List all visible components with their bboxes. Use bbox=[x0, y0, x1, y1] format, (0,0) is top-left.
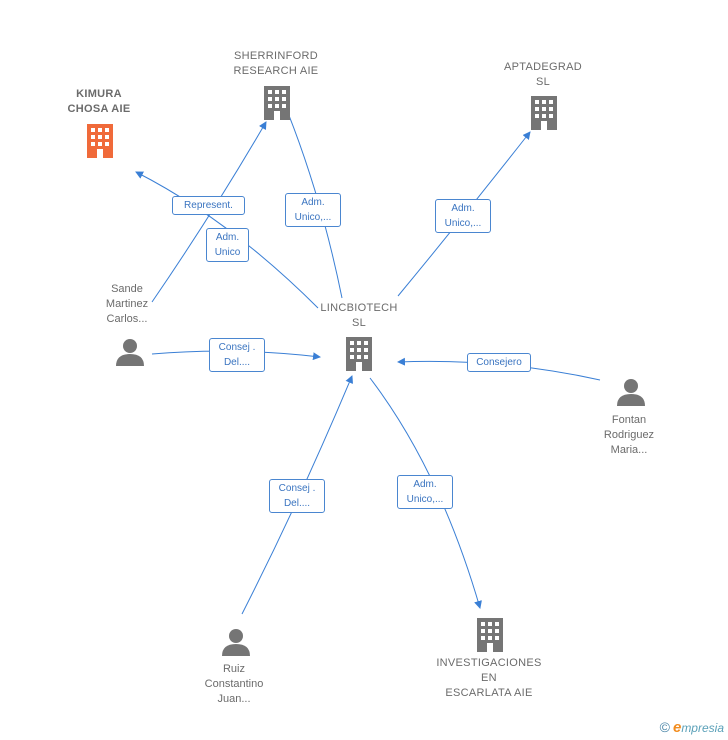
person-icon[interactable] bbox=[617, 379, 645, 406]
edge-label-consejero[interactable]: Consejero bbox=[467, 353, 531, 372]
person-icon[interactable] bbox=[222, 629, 250, 656]
node-label-aptadegrad[interactable]: APTADEGRAD SL bbox=[504, 61, 582, 88]
copyright-icon: © bbox=[659, 719, 670, 735]
node-label-lincbiotech[interactable]: LINCBIOTECH SL bbox=[320, 302, 398, 329]
edge-label-adm-unico[interactable]: Adm. Unico bbox=[206, 228, 249, 262]
node-label-investigaciones[interactable]: INVESTIGACIONES EN ESCARLATA AIE bbox=[436, 657, 542, 699]
edge-label-adm-unico[interactable]: Adm. Unico,... bbox=[285, 193, 341, 227]
edge-label-consej-del[interactable]: Consej . Del.... bbox=[269, 479, 325, 513]
building-icon[interactable] bbox=[531, 96, 557, 130]
copyright-footer: © empresia bbox=[660, 718, 724, 736]
node-label-sande[interactable]: Sande Martinez Carlos... bbox=[105, 283, 149, 325]
node-label-kimura[interactable]: KIMURA CHOSA AIE bbox=[67, 88, 131, 115]
node-label-sherrinford[interactable]: SHERRINFORD RESEARCH AIE bbox=[233, 50, 319, 77]
building-icon[interactable] bbox=[87, 124, 113, 158]
building-icon[interactable] bbox=[346, 337, 372, 371]
node-label-fontan[interactable]: Fontan Rodriguez Maria... bbox=[603, 414, 655, 456]
person-icon[interactable] bbox=[116, 339, 144, 366]
node-label-ruiz[interactable]: Ruiz Constantino Juan... bbox=[204, 663, 264, 705]
edge-label-adm-unico[interactable]: Adm. Unico,... bbox=[397, 475, 453, 509]
building-icon[interactable] bbox=[477, 618, 503, 652]
edge-label-consej-del[interactable]: Consej . Del.... bbox=[209, 338, 265, 372]
edge-label-adm-unico[interactable]: Adm. Unico,... bbox=[435, 199, 491, 233]
brand-logo[interactable]: empresia bbox=[672, 718, 724, 736]
edge-label-represent[interactable]: Represent. bbox=[172, 196, 245, 215]
building-icon[interactable] bbox=[264, 86, 290, 120]
